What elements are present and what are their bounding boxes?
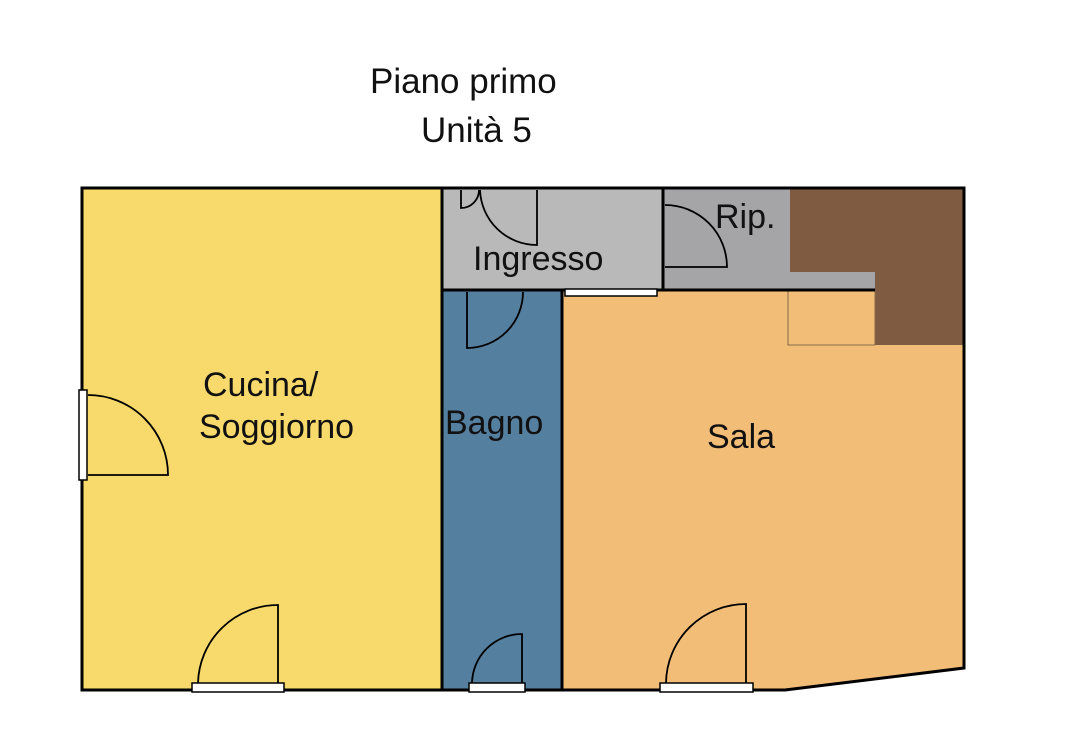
plan-title-unit: Unità 5: [421, 111, 532, 150]
label-ripostiglio: Rip.: [715, 198, 776, 236]
stairs-block: [790, 188, 964, 345]
label-sala: Sala: [707, 418, 776, 456]
plan-title-floor: Piano primo: [370, 62, 557, 101]
windows: [78, 288, 754, 693]
doors: [87, 189, 747, 684]
label-bagno: Bagno: [445, 404, 544, 442]
label-ingresso: Ingresso: [473, 240, 604, 278]
room-sala: [562, 290, 964, 690]
label-cucina-2: Soggiorno: [199, 408, 355, 446]
room-bagno: [442, 290, 562, 690]
room-ripostiglio: [663, 188, 790, 290]
room-ingresso: [442, 188, 663, 290]
stairs-landing: [790, 272, 875, 290]
walls: [80, 186, 966, 692]
label-cucina-1: Cucina/: [203, 366, 319, 404]
